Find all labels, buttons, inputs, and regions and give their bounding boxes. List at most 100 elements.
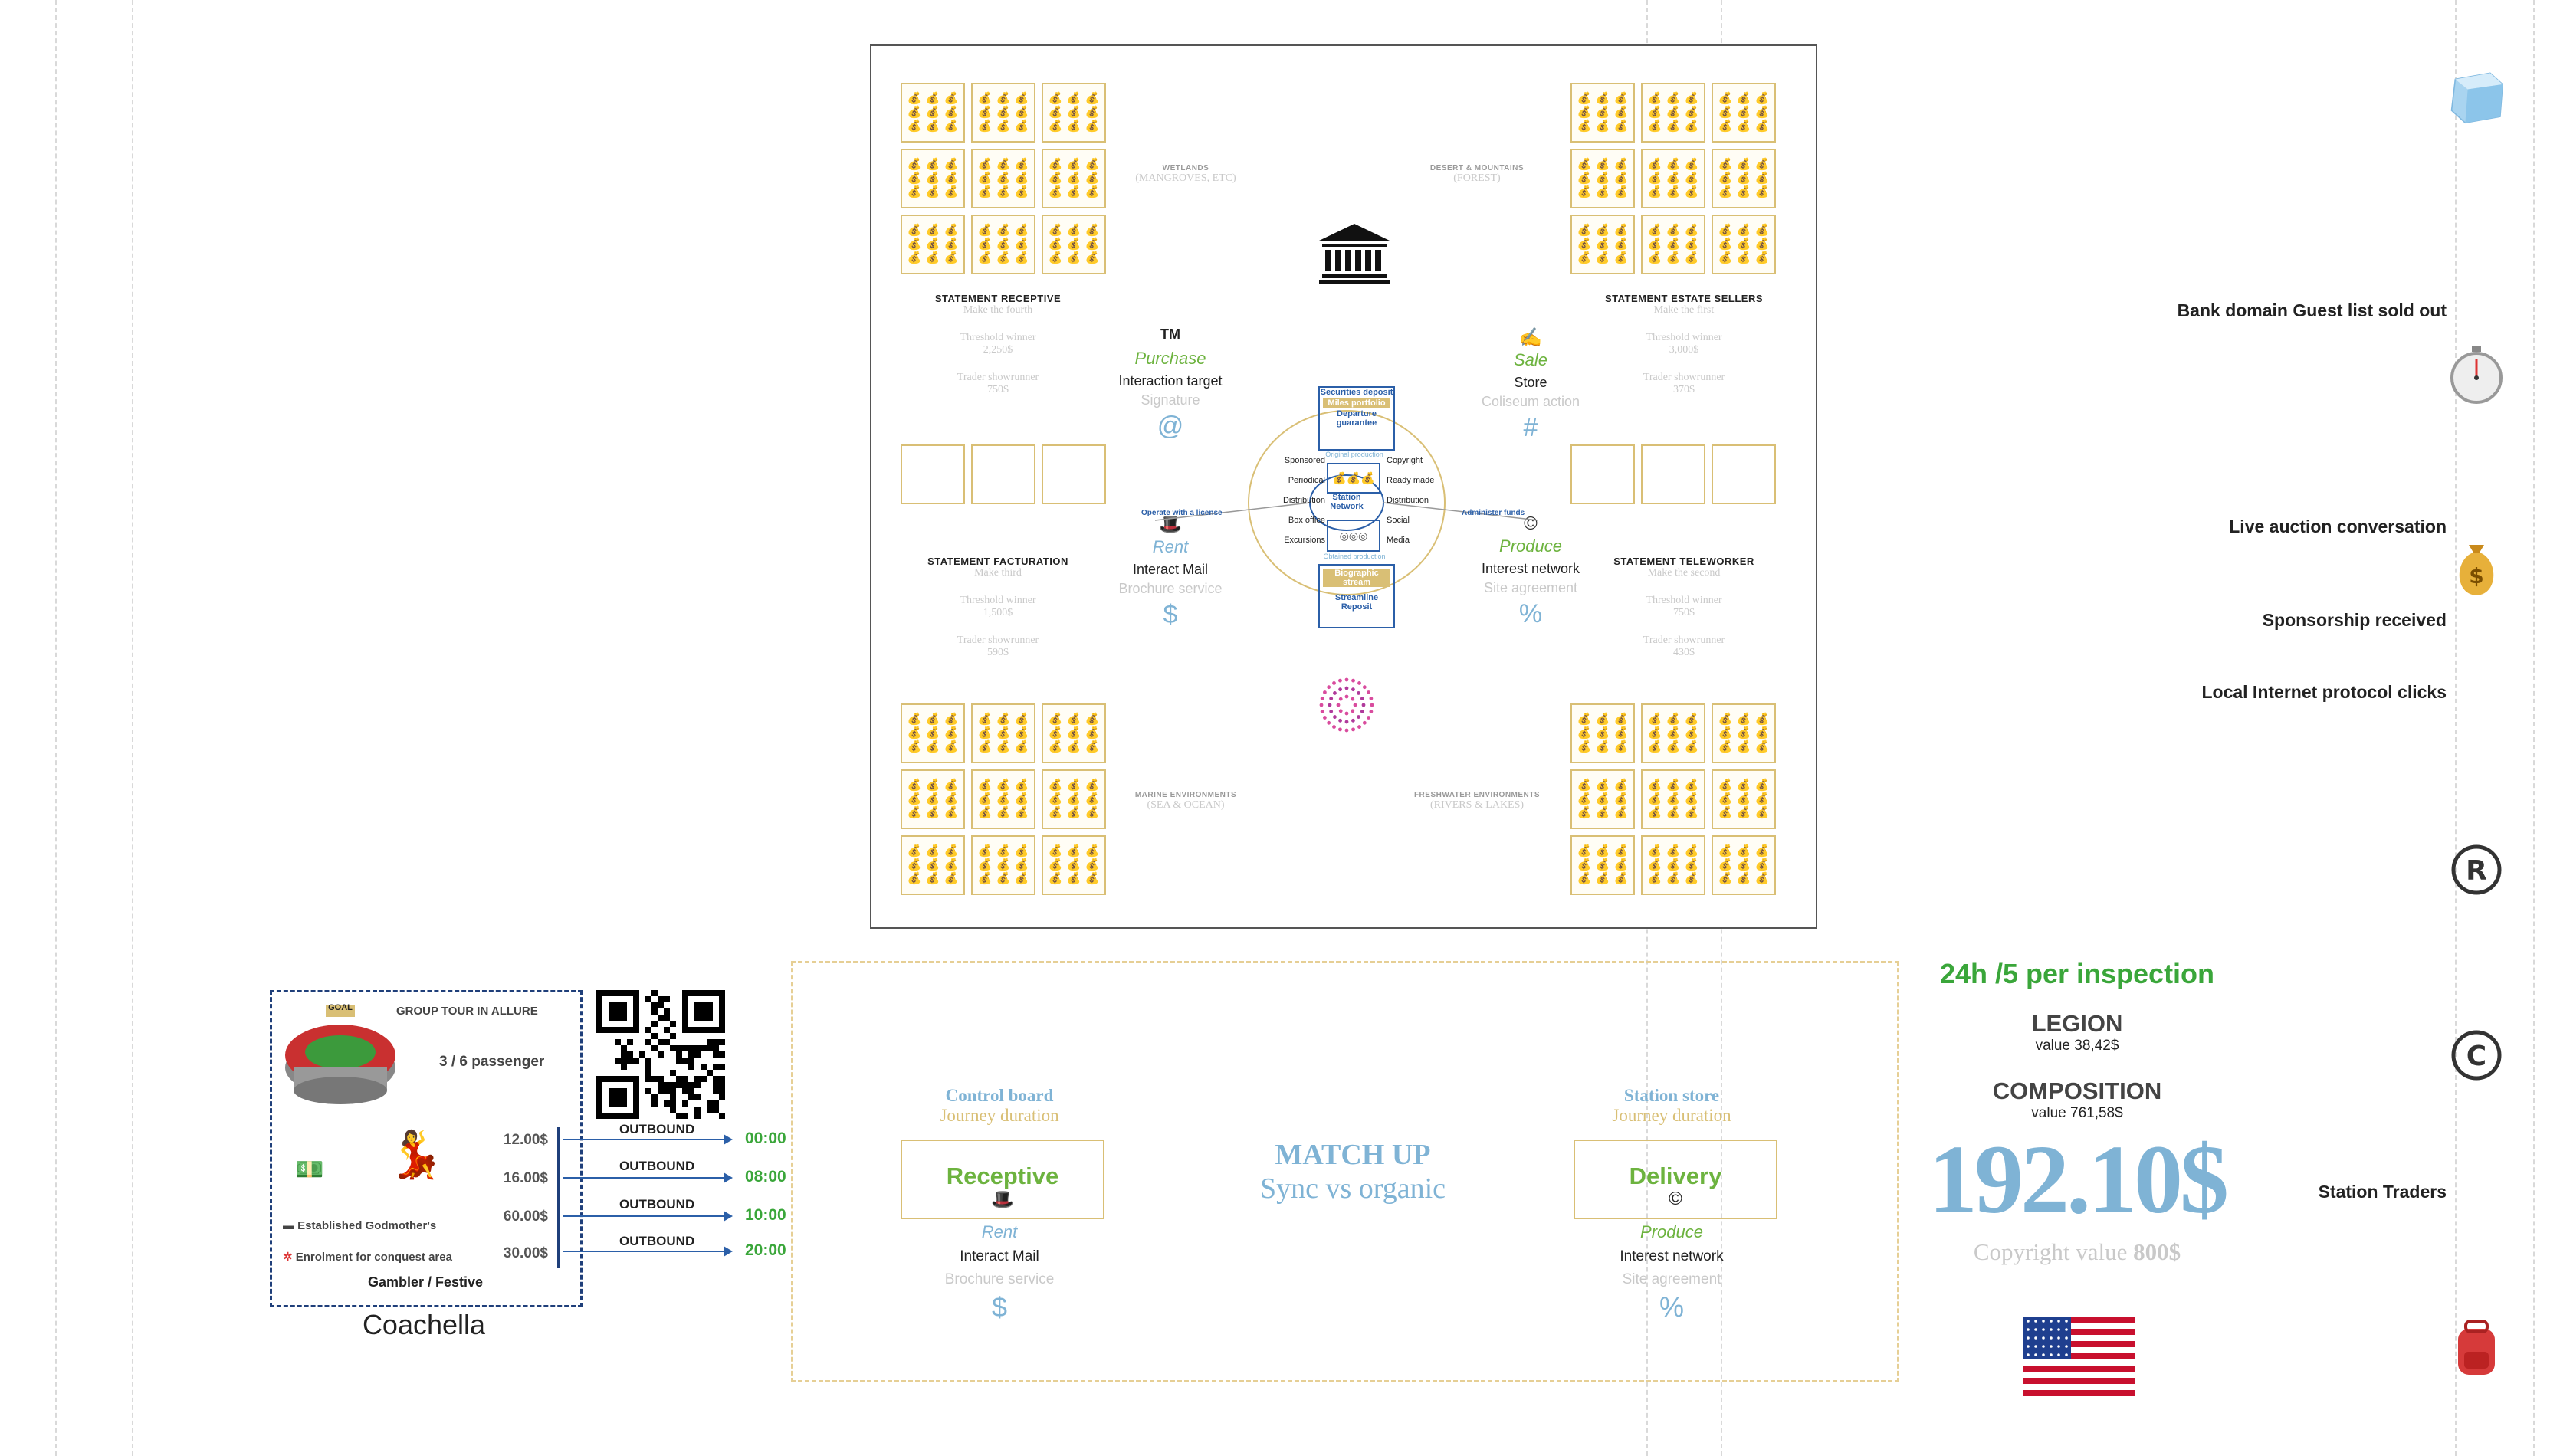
money-tile[interactable]: 💰💰💰💰💰💰💰💰💰 [1570, 215, 1635, 274]
money-tile[interactable]: 💰💰💰💰💰💰💰💰💰 [1712, 83, 1776, 143]
money-tile[interactable]: 💰💰💰💰💰💰💰💰💰 [901, 835, 965, 895]
tour-ticket[interactable]: GOAL GROUP TOUR IN ALLURE 3 / 6 passenge… [270, 990, 583, 1307]
action-produce[interactable]: © Produce Interest network Site agreemen… [1454, 513, 1607, 629]
money-tile[interactable]: 💰💰💰💰💰💰💰💰💰 [1641, 769, 1705, 829]
money-bag-icon: 💰 [1736, 238, 1751, 251]
money-tile[interactable]: 💰💰💰💰💰💰💰💰💰 [971, 769, 1035, 829]
money-tile[interactable]: 💰💰💰💰💰💰💰💰💰 [1570, 769, 1635, 829]
money-bag-icon: 💰 [1014, 726, 1029, 739]
money-tile[interactable]: 💰💰💰💰💰💰💰💰💰 [1641, 83, 1705, 143]
money-tile[interactable]: 💰💰💰💰💰💰💰💰💰 [1712, 703, 1776, 763]
money-tile[interactable]: 💰💰💰💰💰💰💰💰💰 [1570, 835, 1635, 895]
money-tile[interactable]: 💰💰💰💰💰💰💰💰💰 [901, 215, 965, 274]
money-tile[interactable]: 💰💰💰💰💰💰💰💰💰 [1641, 835, 1705, 895]
money-tile[interactable]: 💰💰💰💰💰💰💰💰💰 [971, 835, 1035, 895]
money-tile[interactable]: 💰💰💰💰💰💰💰💰💰 [971, 83, 1035, 143]
departure-time[interactable]: 00:00 [745, 1130, 786, 1147]
sidebar-item-live-auction[interactable]: Live auction conversation [2229, 516, 2447, 536]
money-bag-icon: 💰 [1085, 806, 1100, 819]
stream-box[interactable]: Biographic stream Streamline Reposit [1318, 564, 1395, 628]
slot[interactable] [901, 444, 965, 504]
money-bag-icon: 💰 [1066, 740, 1081, 753]
money-tile[interactable]: 💰💰💰💰💰💰💰💰💰 [1641, 149, 1705, 208]
money-tile[interactable]: 💰💰💰💰💰💰💰💰💰 [1570, 703, 1635, 763]
network-label: Distribution [1282, 496, 1325, 505]
slot[interactable] [1570, 444, 1635, 504]
money-tile[interactable]: 💰💰💰💰💰💰💰💰💰 [1570, 149, 1635, 208]
money-bag-icon: 💰 [1718, 858, 1733, 871]
stopwatch-icon[interactable] [2447, 345, 2506, 405]
money-tile[interactable]: 💰💰💰💰💰💰💰💰💰 [1712, 835, 1776, 895]
departure-time[interactable]: 10:00 [745, 1206, 786, 1224]
copyright-value: Copyright value 800$ [1973, 1238, 2181, 1265]
slot[interactable] [1042, 444, 1106, 504]
cash-icon: 💵 [295, 1157, 324, 1182]
money-bag-icon: 💰 [1014, 172, 1029, 185]
money-tile[interactable]: 💰💰💰💰💰💰💰💰💰 [901, 149, 965, 208]
receptive-button[interactable]: Receptive 🎩 [901, 1140, 1104, 1219]
license-link[interactable]: Operate with a license [1141, 509, 1223, 517]
money-tile[interactable]: 💰💰💰💰💰💰💰💰💰 [1042, 703, 1106, 763]
money-bag-icon: 💰 [944, 238, 959, 251]
money-bag-icon: 💰 [1718, 844, 1733, 858]
money-bag-icon: 💰 [1647, 726, 1662, 739]
registered-icon[interactable]: R [2447, 840, 2506, 900]
money-tile[interactable]: 💰💰💰💰💰💰💰💰💰 [1712, 215, 1776, 274]
qr-code[interactable] [596, 990, 725, 1119]
money-tile[interactable]: 💰💰💰💰💰💰💰💰💰 [1641, 215, 1705, 274]
action-rent[interactable]: 🎩 Rent Interact Mail Brochure service $ [1094, 513, 1247, 630]
money-bag-icon: 💰 [1736, 792, 1751, 805]
money-tile[interactable]: 💰💰💰💰💰💰💰💰💰 [971, 215, 1035, 274]
money-tile[interactable]: 💰💰💰💰💰💰💰💰💰 [1042, 83, 1106, 143]
slot[interactable] [971, 444, 1035, 504]
sidebar-item-bank[interactable]: Bank domain Guest list sold out [2177, 300, 2447, 320]
money-tile[interactable]: 💰💰💰💰💰💰💰💰💰 [1712, 149, 1776, 208]
money-tile[interactable]: 💰💰💰💰💰💰💰💰💰 [1570, 83, 1635, 143]
money-tile[interactable]: 💰💰💰💰💰💰💰💰💰 [971, 149, 1035, 208]
funds-link[interactable]: Administer funds [1462, 509, 1525, 517]
event-caption: Coachella [362, 1309, 486, 1340]
deposit-box[interactable]: Securities deposit Miles portfolio Depar… [1318, 386, 1395, 451]
sidebar-item-sponsorship[interactable]: Sponsorship received [2262, 610, 2447, 630]
sidebar-item-local-ip[interactable]: Local Internet protocol clicks [2201, 682, 2447, 702]
delivery-button[interactable]: Delivery © [1574, 1140, 1777, 1219]
money-bag-icon: 💰 [925, 106, 940, 119]
departure-time[interactable]: 08:00 [745, 1168, 786, 1185]
slot[interactable] [1712, 444, 1776, 504]
money-tile[interactable]: 💰💰💰💰💰💰💰💰💰 [971, 703, 1035, 763]
money-tile[interactable]: 💰💰💰💰💰💰💰💰💰 [1042, 215, 1106, 274]
money-bag-icon: 💰 [1613, 844, 1629, 858]
money-bag-icon: 💰 [1085, 251, 1100, 264]
money-tile[interactable]: 💰💰💰💰💰💰💰💰💰 [1712, 769, 1776, 829]
action-sale[interactable]: ✍ Sale Store Coliseum action # [1454, 326, 1607, 443]
money-tile[interactable]: 💰💰💰💰💰💰💰💰💰 [901, 769, 965, 829]
money-bag-icon: 💰 [1595, 238, 1610, 251]
network-diagram: Securities deposit Miles portfolio Depar… [1124, 336, 1569, 665]
money-bag-icon: 💰 [1595, 120, 1610, 133]
money-bag-icon: 💰 [1595, 251, 1610, 264]
money-bag-icon: 💰 [1014, 158, 1029, 171]
departure-time[interactable]: 20:00 [745, 1241, 786, 1259]
money-bag-icon: 💰 [1647, 224, 1662, 237]
money-tile[interactable]: 💰💰💰💰💰💰💰💰💰 [1042, 835, 1106, 895]
action-purchase[interactable]: TM Purchase Interaction target Signature… [1094, 326, 1247, 441]
money-bag-icon: 💰 [1577, 844, 1592, 858]
money-tile[interactable]: 💰💰💰💰💰💰💰💰💰 [901, 703, 965, 763]
money-bag-icon: 💰 [1666, 844, 1681, 858]
backpack-icon[interactable] [2447, 1318, 2506, 1378]
money-tile[interactable]: 💰💰💰💰💰💰💰💰💰 [1641, 703, 1705, 763]
copyright-icon[interactable]: C [2447, 1025, 2506, 1085]
money-bag-icon: 💰 [1085, 106, 1100, 119]
sidebar-item-station-traders[interactable]: Station Traders [2318, 1182, 2447, 1202]
big-value: 192.10$ [1928, 1125, 2229, 1234]
money-tile[interactable]: 💰💰💰💰💰💰💰💰💰 [1042, 149, 1106, 208]
ice-cube-icon[interactable] [2447, 67, 2506, 127]
money-bag-icon[interactable]: $ [2447, 536, 2506, 596]
money-bag-icon: 💰 [1754, 185, 1770, 198]
slot[interactable] [1641, 444, 1705, 504]
money-tile[interactable]: 💰💰💰💰💰💰💰💰💰 [1042, 769, 1106, 829]
money-bag-icon: 💰 [1666, 158, 1681, 171]
money-tile[interactable]: 💰💰💰💰💰💰💰💰💰 [901, 83, 965, 143]
money-bag-icon: 💰 [1595, 844, 1610, 858]
money-bag-icon: 💰 [1595, 779, 1610, 792]
